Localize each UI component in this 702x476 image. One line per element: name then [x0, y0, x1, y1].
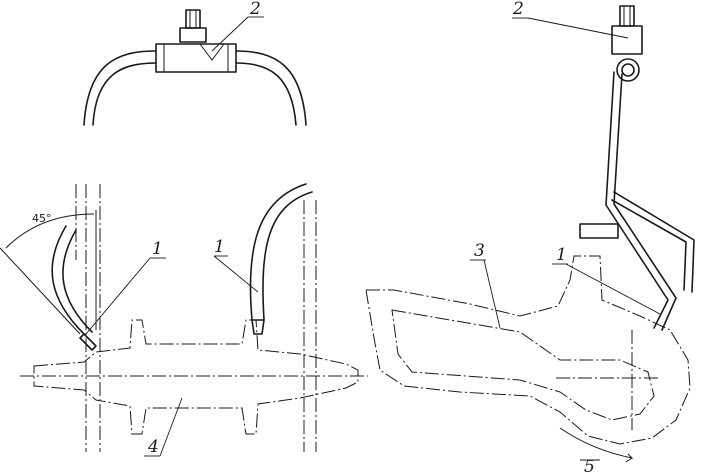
svg-text:45°: 45°: [32, 212, 52, 225]
svg-text:1: 1: [556, 245, 567, 265]
tee-fitting-assembly: [83, 9, 307, 126]
svg-text:5: 5: [584, 457, 595, 476]
svg-text:2: 2: [249, 0, 261, 19]
svg-text:2: 2: [512, 0, 524, 19]
bracket-assembly: [579, 5, 695, 331]
svg-text:1: 1: [214, 237, 225, 257]
nozzle-tube-left: [51, 225, 97, 351]
label-3: 3: [470, 241, 501, 329]
svg-text:3: 3: [474, 241, 485, 261]
label-4: 4: [144, 397, 183, 457]
crank-bar-outline: [365, 255, 691, 463]
label-1-right: 1: [552, 245, 661, 315]
label-2-top-left: 2: [211, 0, 264, 52]
label-2-top-right: 2: [512, 0, 629, 39]
label-1-left: 1: [85, 239, 166, 335]
svg-text:1: 1: [152, 239, 163, 259]
nozzle-tube-middle: [249, 183, 313, 335]
label-1-middle: 1: [213, 237, 259, 293]
angle-dimension: 45°: [0, 210, 97, 335]
svg-text:4: 4: [147, 437, 159, 457]
label-5: 5: [580, 457, 600, 476]
hub-outline: [20, 184, 368, 452]
